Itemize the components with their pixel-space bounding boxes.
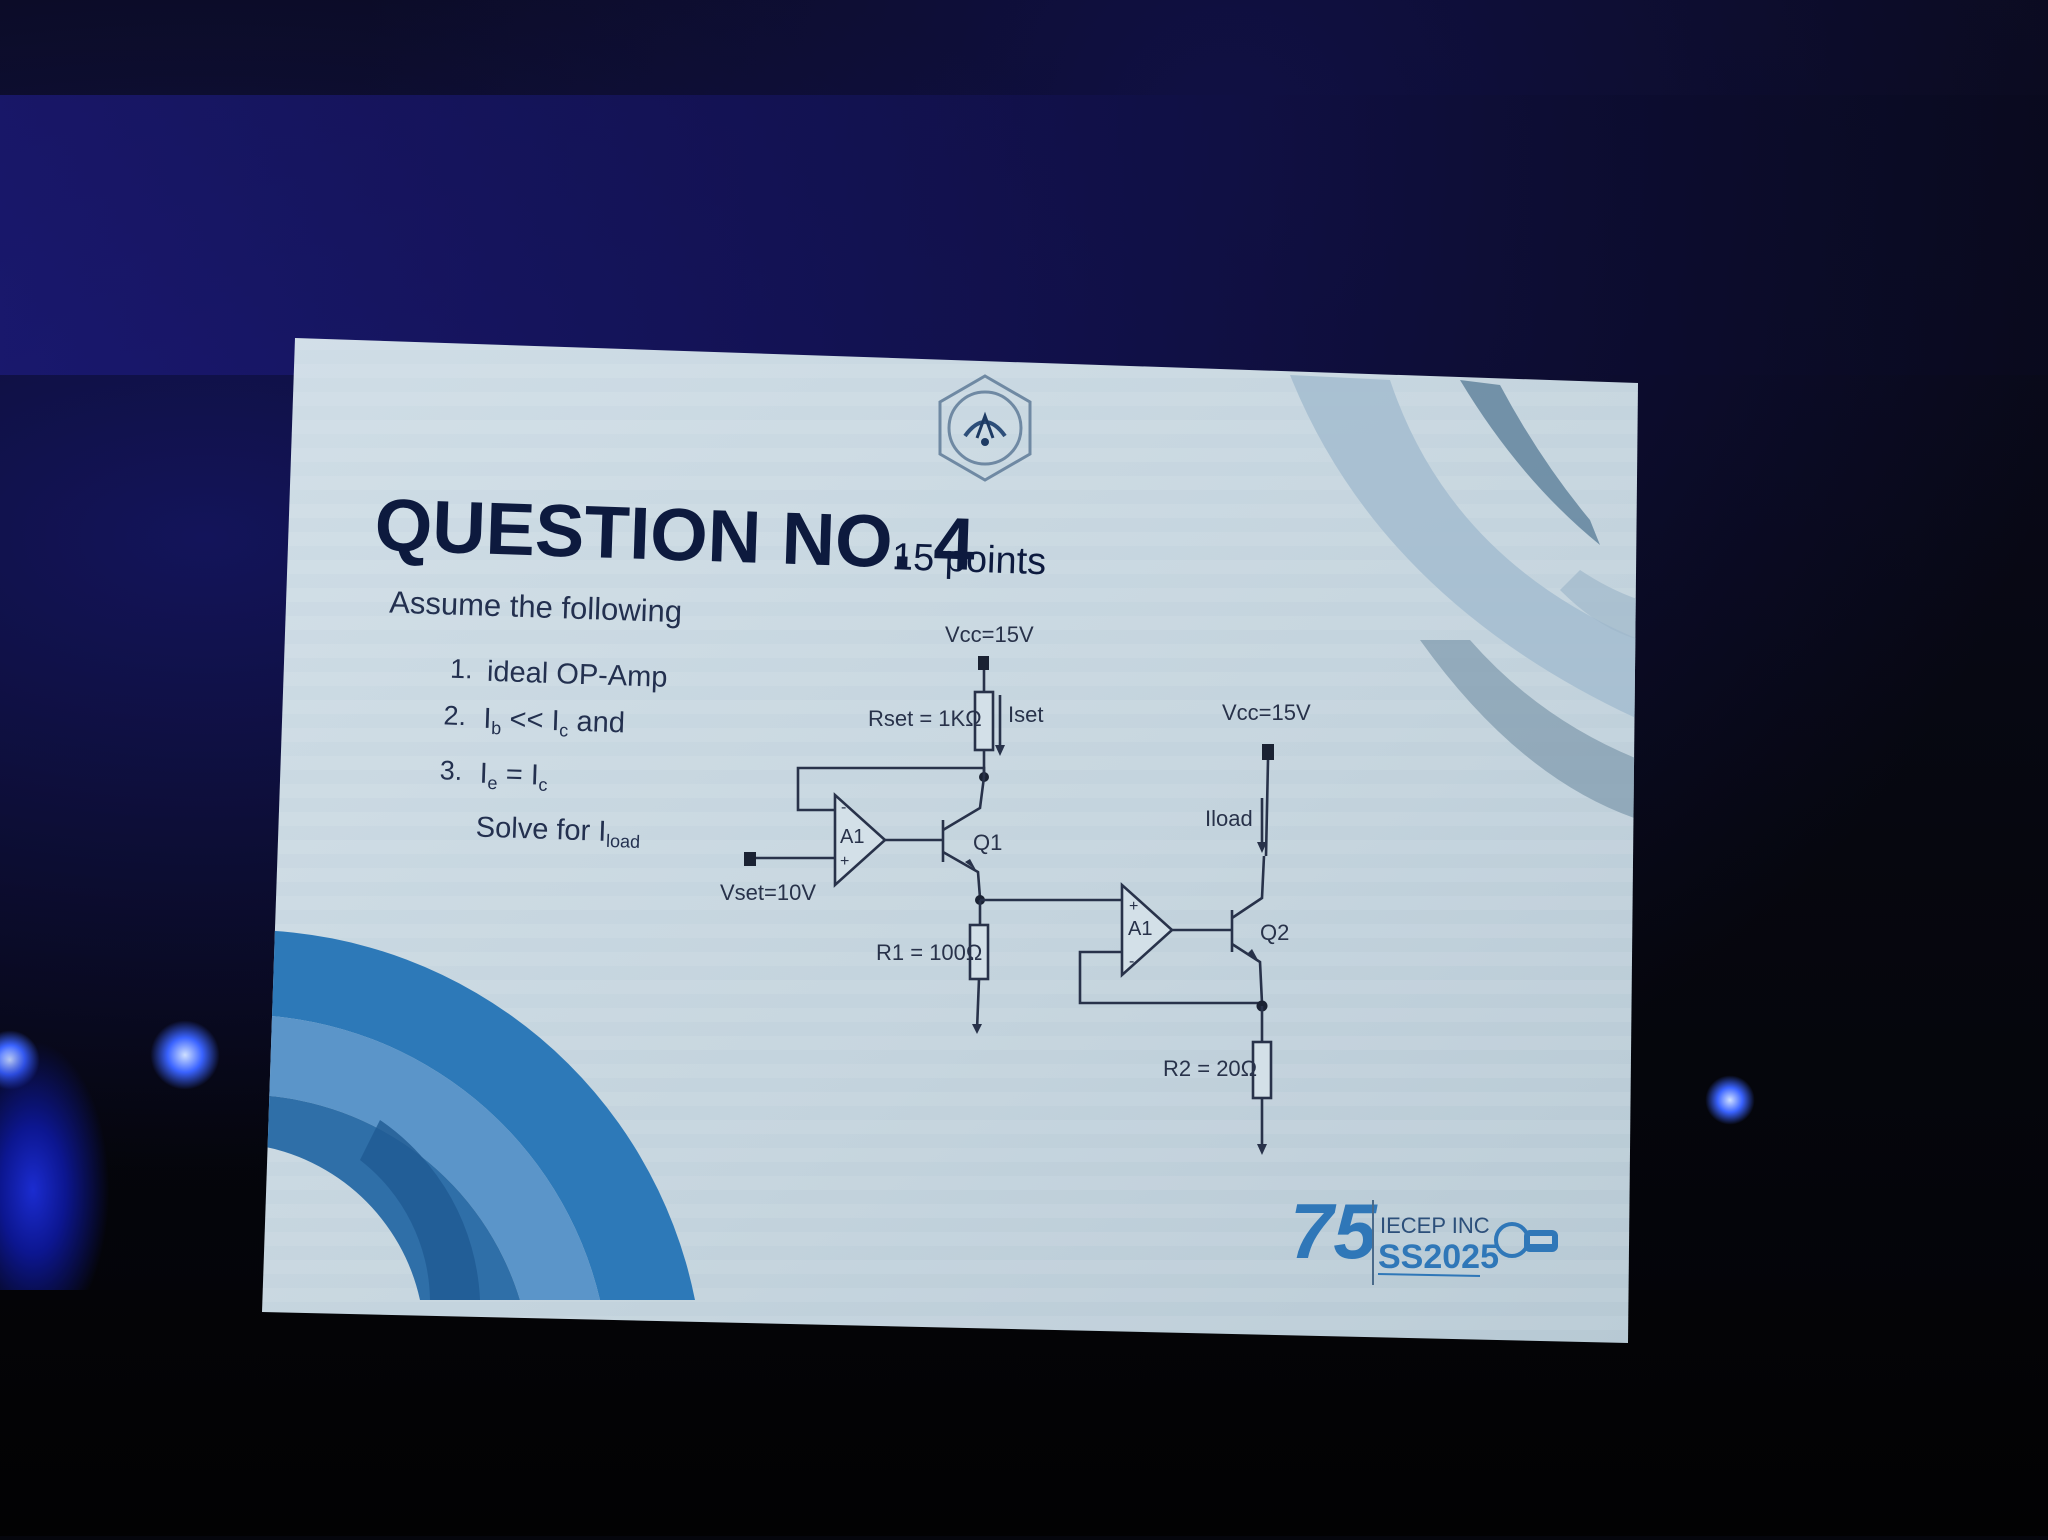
- org-name: IECEP INC: [1380, 1213, 1490, 1238]
- stage-blue-lighting: [0, 95, 2048, 375]
- question-title: QUESTION NO. 4: [373, 483, 976, 586]
- opamp1-label: A1: [840, 826, 864, 848]
- opamp1-plus: +: [840, 853, 849, 870]
- opamp2-label: A1: [1128, 918, 1152, 940]
- opamp2-minus: -: [1129, 953, 1134, 970]
- stage-light-right: [1705, 1075, 1755, 1125]
- circuit-diagram: [744, 656, 1274, 1155]
- list-item-3-number: 3.: [439, 755, 463, 786]
- stage-light-left: [150, 1020, 220, 1090]
- rset-label: Rset = 1KΩ: [868, 706, 982, 731]
- opamp2-plus: +: [1129, 898, 1138, 915]
- list-item-1-text: ideal OP-Amp: [486, 656, 667, 694]
- points-label: 15 points: [891, 536, 1047, 583]
- q1-label: Q1: [973, 830, 1002, 855]
- r1-label: R1 = 100Ω: [876, 940, 982, 965]
- iset-label: Iset: [1008, 702, 1043, 727]
- anniversary-logo: 75: [1290, 1187, 1378, 1275]
- list-item-1-number: 1.: [450, 654, 474, 685]
- organization-seal-logo: [938, 374, 1032, 482]
- r2-label: R2 = 20Ω: [1163, 1056, 1257, 1081]
- decorative-arc-top-right: [1290, 375, 1638, 820]
- list-item-2-text: Ib << Ic and: [483, 703, 626, 743]
- iload-label: Iload: [1205, 806, 1253, 831]
- event-branding: 75 IECEP INC SS2025: [1290, 1187, 1558, 1285]
- event-name: SS2025: [1378, 1238, 1499, 1276]
- solve-for-text: Solve for Iload: [475, 812, 641, 852]
- list-item-3-text: Ie = Ic: [479, 758, 548, 795]
- vcc1-label: Vcc=15V: [945, 622, 1034, 647]
- partner-logo: [1494, 1222, 1558, 1258]
- list-item-2-number: 2.: [443, 700, 467, 731]
- opamp1-minus: -: [841, 799, 846, 816]
- vcc2-label: Vcc=15V: [1222, 700, 1311, 725]
- audience-silhouette: [0, 1290, 2048, 1536]
- vset-label: Vset=10V: [720, 880, 816, 905]
- q2-label: Q2: [1260, 920, 1289, 945]
- decorative-arc-bottom-left: [262, 930, 695, 1300]
